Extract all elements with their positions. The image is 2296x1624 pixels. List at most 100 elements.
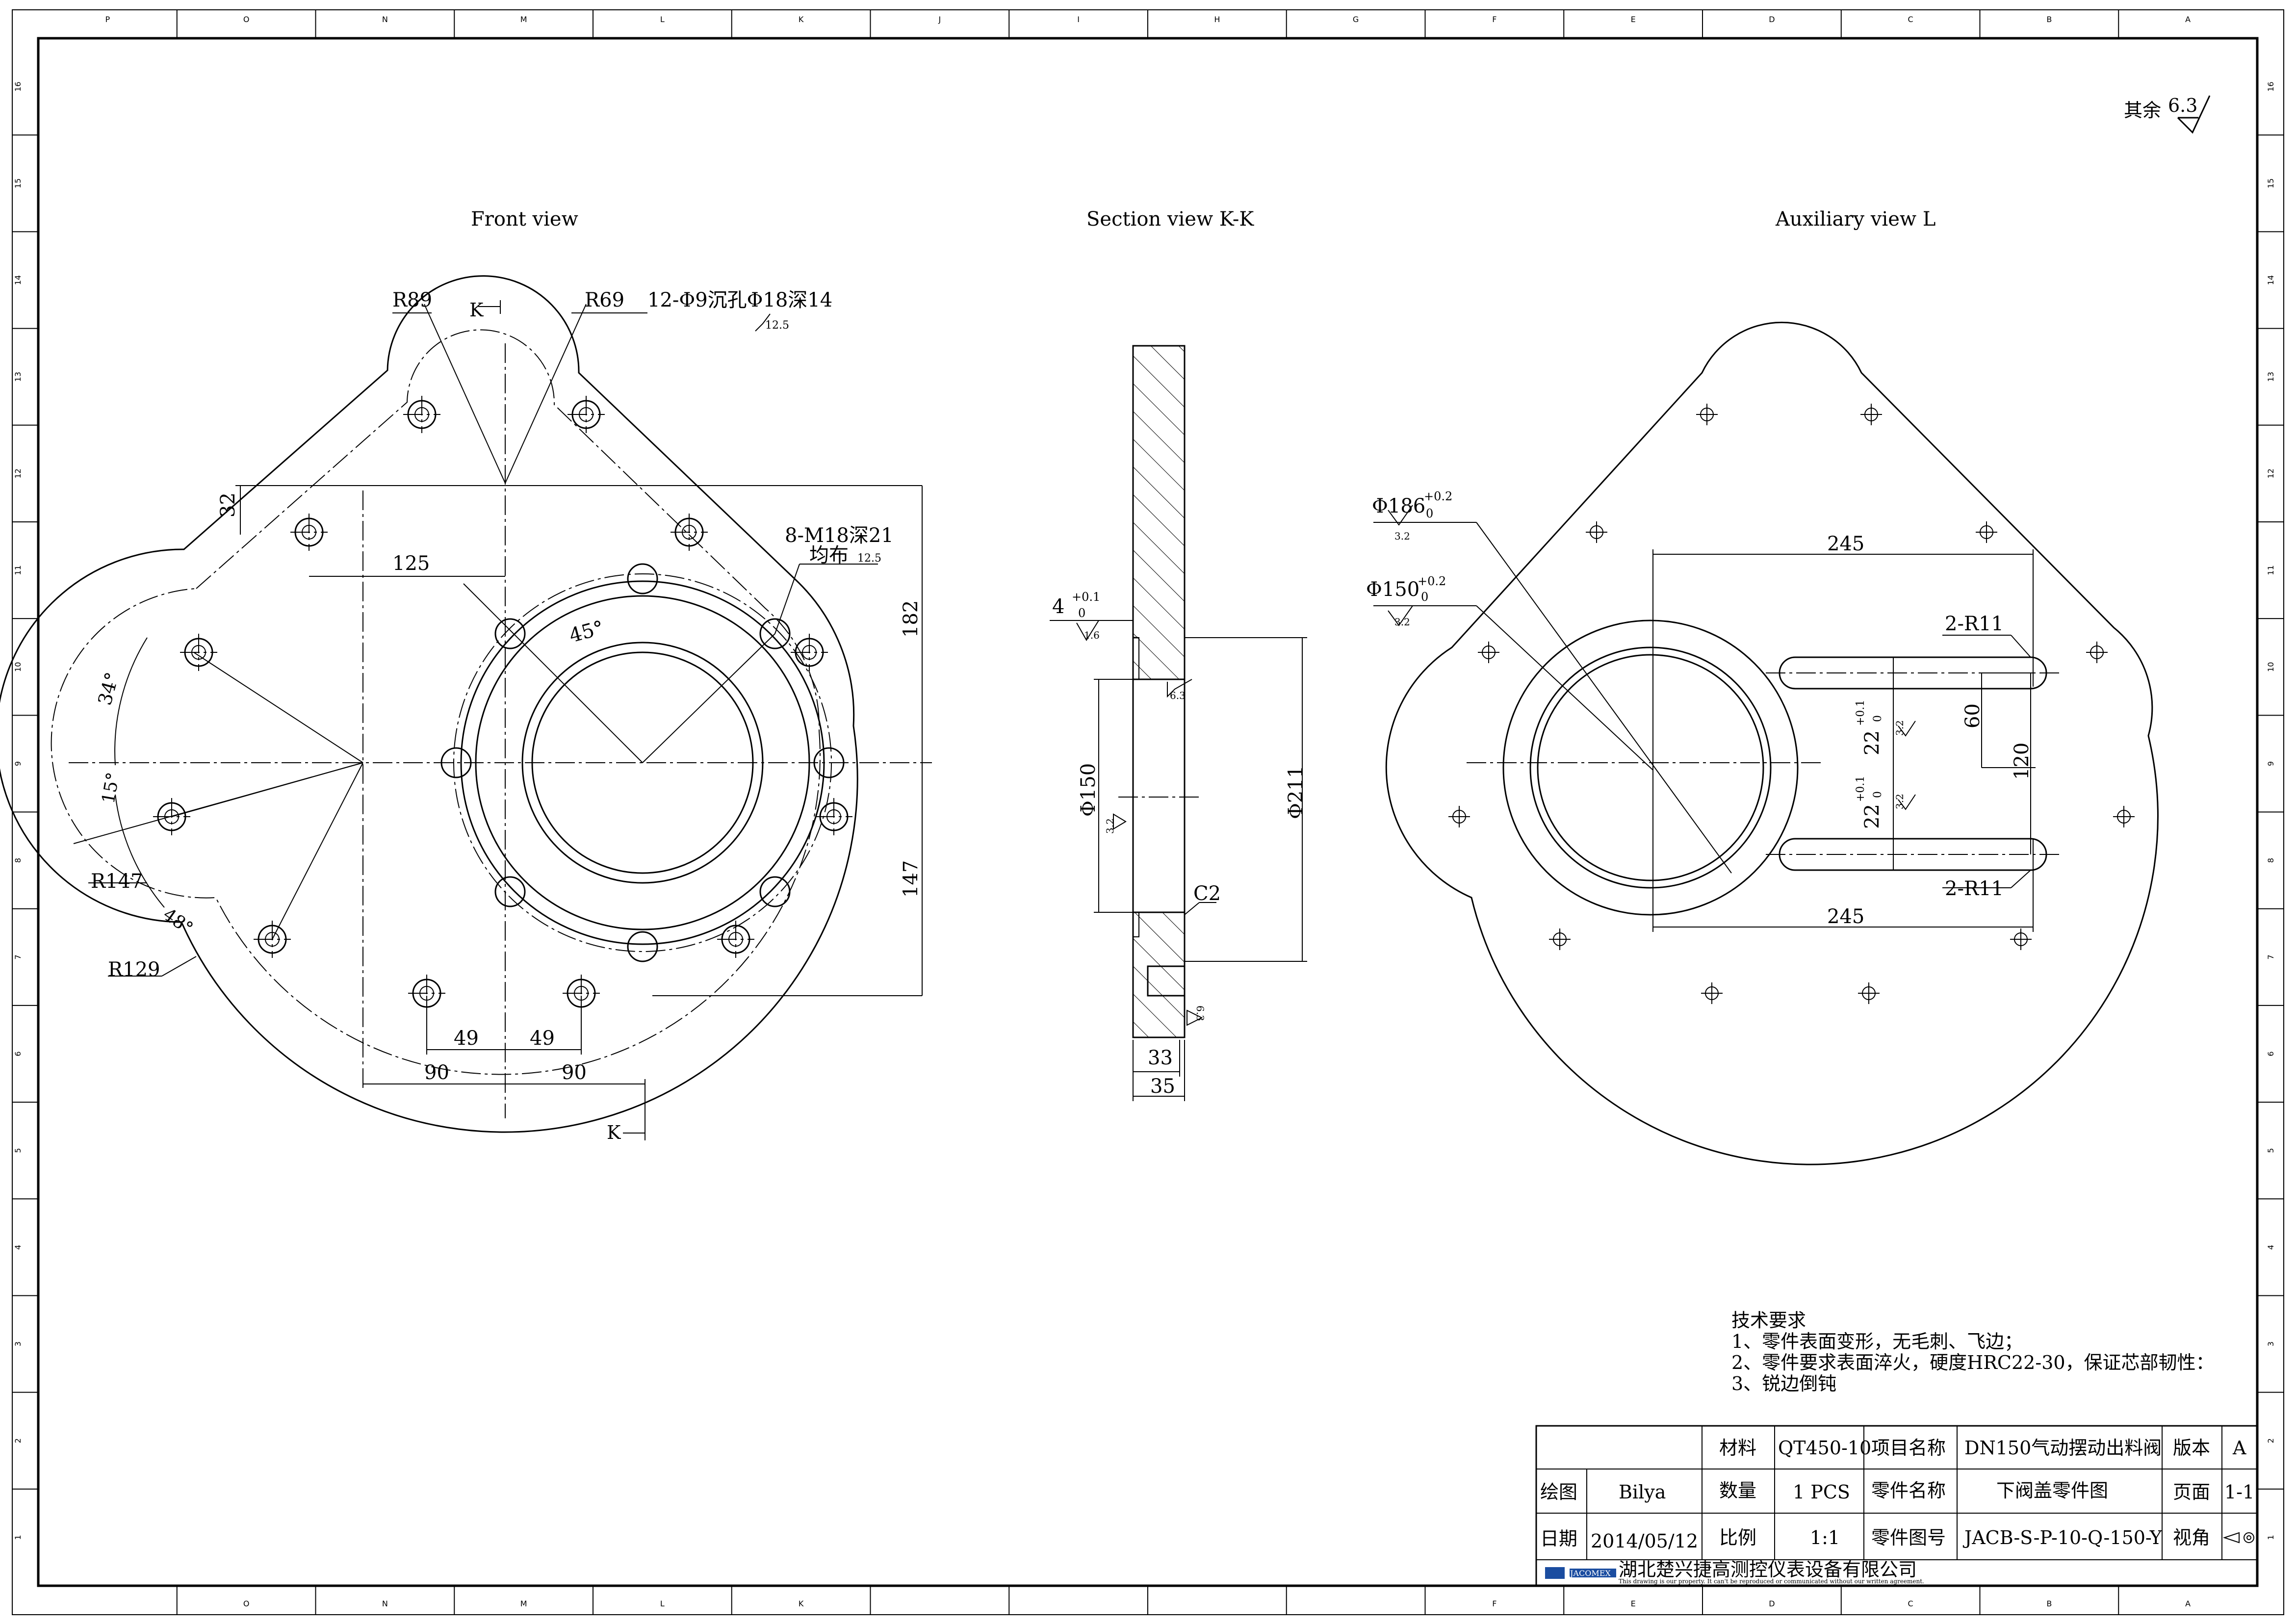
zone-column-bottom: F [1492, 1599, 1496, 1608]
dim-aux-22-bottom: 22 [1861, 804, 1883, 829]
zone-row-right: 5 [2266, 1148, 2275, 1153]
zone-row-left: 10 [13, 662, 23, 672]
roughness-holes: 12.5 [765, 319, 789, 332]
dim-90-right: 90 [562, 1061, 587, 1084]
zone-row-left: 3 [13, 1341, 23, 1346]
zone-column-bottom: O [243, 1599, 250, 1608]
dim-r69: R69 [585, 289, 624, 311]
zone-column-top: B [2046, 15, 2052, 24]
tb-version-label: 版本 [2173, 1437, 2210, 1459]
zone-row-left: 11 [13, 565, 23, 575]
zone-column-top: C [1908, 15, 1913, 24]
flange-outline [0, 275, 858, 1133]
zone-column-bottom: C [1908, 1599, 1913, 1608]
tech-req-item-3: 3、锐边倒钝 [1731, 1373, 1836, 1394]
zone-column-top: H [1214, 15, 1220, 24]
tb-page-value: 1-1 [2224, 1481, 2254, 1503]
dim-15deg: 15° [98, 771, 123, 805]
roughness-aux-phi186: 3.2 [1394, 530, 1410, 542]
dim-34deg: 34° [94, 670, 123, 707]
zone-row-right: 2 [2266, 1438, 2275, 1443]
tb-angle-label: 视角 [2173, 1527, 2210, 1548]
zone-column-bottom: K [799, 1599, 804, 1608]
zone-column-top: O [243, 15, 250, 24]
zone-row-right: 14 [2266, 275, 2275, 285]
dim-182: 182 [900, 600, 922, 638]
zone-column-top: K [799, 15, 804, 24]
tb-drawn-label: 绘图 [1540, 1481, 1577, 1503]
dim-4-tol-up: +0.1 [1072, 590, 1100, 604]
tech-req-item-1: 1、零件表面变形，无毛刺、飞边； [1731, 1331, 2023, 1352]
zone-row-right: 4 [2266, 1245, 2275, 1250]
zone-column-bottom: A [2185, 1599, 2191, 1608]
auxiliary-view-title: Auxiliary view L [1775, 208, 1935, 231]
zone-row-right: 15 [2266, 179, 2275, 188]
dim-aux-22-top-tol-low: 0 [1872, 715, 1884, 722]
tb-qty-label: 数量 [1719, 1480, 1756, 1501]
zone-row-left: 1 [13, 1535, 23, 1540]
dim-aux-245-bottom: 245 [1827, 905, 1864, 928]
dim-125: 125 [392, 552, 430, 575]
roughness-note-value: 6.3 [2168, 95, 2197, 116]
tb-page-label: 页面 [2173, 1481, 2210, 1503]
aux-outline [1385, 322, 2159, 1165]
zone-row-left: 7 [13, 954, 23, 959]
technical-requirements: 技术要求 1、零件表面变形，无毛刺、飞边； 2、零件要求表面淬火，硬度HRC22… [1731, 1310, 2215, 1394]
tb-project-label: 项目名称 [1871, 1437, 1946, 1459]
zone-column-top: N [382, 15, 388, 24]
tb-material-label: 材料 [1719, 1437, 1756, 1459]
section-mark-k-bottom: K [607, 1122, 621, 1143]
tech-req-title: 技术要求 [1731, 1310, 1806, 1331]
roughness-aux-22-bottom: 3.2 [1894, 794, 1906, 809]
note-threaded-holes-2: 均布 [809, 544, 849, 567]
zone-row-left: 12 [13, 468, 23, 478]
zone-column-bottom: L [660, 1599, 665, 1608]
dim-aux-phi150-tol-low: 0 [1421, 590, 1428, 604]
zone-row-right: 9 [2266, 761, 2275, 766]
zone-row-left: 16 [13, 81, 23, 91]
zone-column-top: D [1769, 15, 1775, 24]
dim-r129: R129 [108, 958, 160, 981]
zone-column-top: I [1077, 15, 1080, 24]
zone-column-top: F [1492, 15, 1496, 24]
dim-aux-phi186: Φ186 [1372, 495, 1425, 517]
dim-phi211: Φ211 [1285, 766, 1307, 819]
dim-r89: R89 [392, 289, 432, 311]
tb-date-label: 日期 [1540, 1528, 1577, 1549]
auxiliary-view: Φ186 +0.2 0 3.2 Φ150 +0.2 0 3.2 245 245 … [1366, 322, 2159, 1165]
zone-row-right: 10 [2266, 662, 2275, 672]
dim-aux-22-bottom-tol-low: 0 [1872, 791, 1884, 798]
zone-column-top: P [105, 15, 110, 24]
zone-column-bottom: M [520, 1599, 527, 1608]
roughness-aux-22-top: 3.2 [1894, 720, 1906, 736]
zone-column-bottom: D [1769, 1599, 1775, 1608]
projection-angle-icon [2222, 1532, 2254, 1544]
zone-column-top: E [1631, 15, 1636, 24]
section-view-title: Section view K-K [1086, 208, 1254, 231]
dim-aux-22-top-tol-up: +0.1 [1855, 700, 1867, 726]
zone-column-top: L [660, 15, 665, 24]
zone-column-top: J [938, 15, 941, 24]
tb-drawn-value: Bilya [1619, 1481, 1666, 1503]
tb-scale-value: 1:1 [1810, 1527, 1840, 1548]
zone-row-left: 13 [13, 372, 23, 382]
tb-notice: This drawing is our property. It can't b… [1619, 1578, 1924, 1585]
dim-48deg: 48° [159, 904, 197, 939]
zone-row-left: 4 [13, 1245, 23, 1250]
zone-row-right: 6 [2266, 1051, 2275, 1056]
tb-part-name-value: 下阀盖零件图 [1996, 1480, 2108, 1501]
dim-4: 4 [1052, 595, 1064, 618]
company-logo-icon [1545, 1567, 1616, 1579]
dim-32: 32 [217, 492, 239, 517]
dim-147: 147 [900, 860, 922, 898]
zone-row-left: 2 [13, 1438, 23, 1443]
threaded-holes [440, 563, 845, 962]
dim-49-left: 49 [454, 1027, 479, 1050]
zone-column-bottom: E [1631, 1599, 1636, 1608]
tb-part-name-label: 零件名称 [1871, 1480, 1946, 1501]
roughness-1-6: 1.6 [1084, 629, 1100, 641]
company-logo-text: JACOMEX [1569, 1569, 1611, 1578]
zone-row-left: 6 [13, 1051, 23, 1056]
